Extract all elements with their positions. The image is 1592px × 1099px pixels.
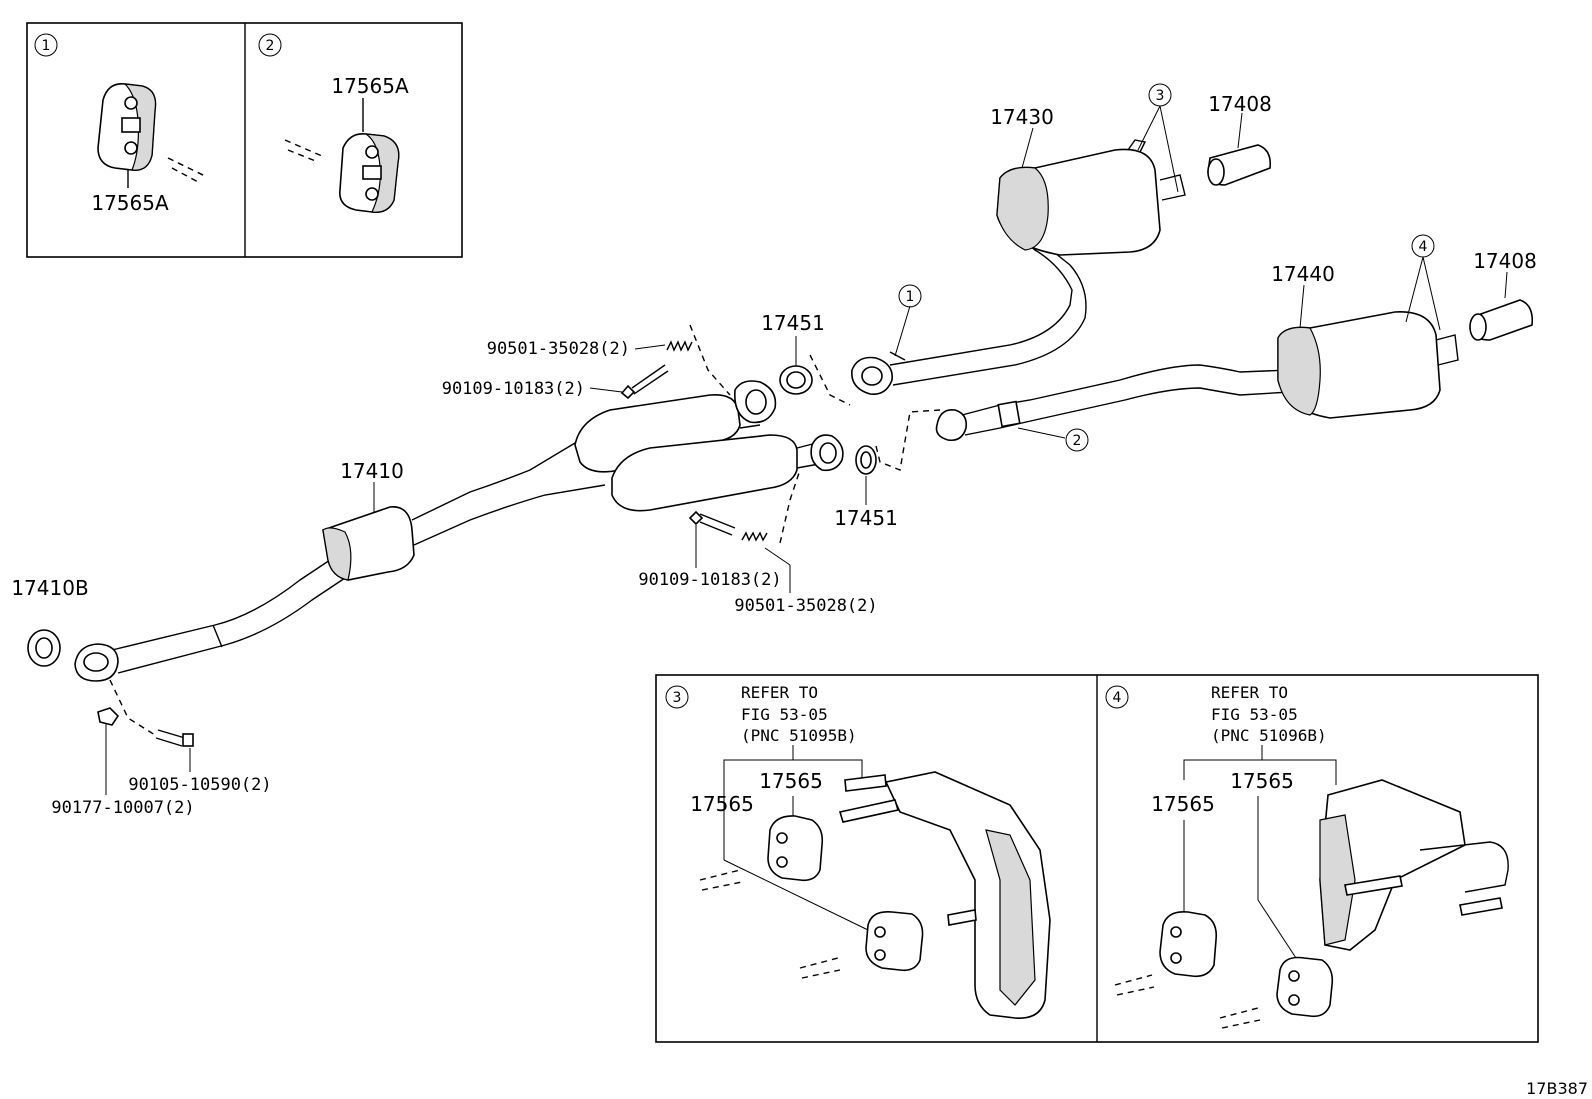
bolt-icon: [620, 364, 669, 400]
body-bracket-icon: [1319, 779, 1509, 951]
gasket-17451-a: [779, 365, 813, 395]
label-17408-b: 17408: [1473, 249, 1537, 273]
center-pipe: [851, 237, 1087, 396]
label-17408-a: 17408: [1208, 92, 1272, 116]
inset-3-label-top: 17565: [759, 769, 823, 793]
inset-3-refer-line3: (PNC 51095B): [741, 726, 857, 745]
label-17451-a: 17451: [761, 311, 825, 335]
hanger-rubber-icon: [767, 815, 824, 882]
inset-2-marker-circle: [258, 33, 282, 57]
label-17410: 17410: [340, 459, 404, 483]
inset-3-refer-line2: FIG 53-05: [741, 705, 828, 724]
hanger-rubber-icon: [1159, 910, 1218, 978]
body-bracket-icon: [838, 771, 1051, 1019]
marker-4: 4: [1411, 234, 1435, 258]
label-17430: 17430: [990, 105, 1054, 129]
inset-4-refer-line1: REFER TO: [1211, 683, 1288, 702]
marker-1: 1: [898, 284, 922, 308]
label-17451-b: 17451: [834, 506, 898, 530]
bolt-icon: [688, 510, 736, 536]
marker-2: 2: [1065, 428, 1089, 452]
inset-3: 3 REFER TO FIG 53-05 (PNC 51095B) 17565 …: [665, 683, 1051, 1019]
inset-2-part-label: 17565A: [331, 74, 409, 98]
inset-4-label-left: 17565: [1151, 792, 1215, 816]
nut-icon: [97, 707, 120, 726]
spring-icon: [741, 531, 768, 542]
inset-3-label-left: 17565: [690, 792, 754, 816]
label-bolt-c: 90105-10590(2): [128, 775, 271, 795]
inset-4-refer-line3: (PNC 51096B): [1211, 726, 1327, 745]
muffler-17440: [1277, 311, 1459, 419]
label-17410B: 17410B: [11, 576, 88, 600]
gasket-17410B: [27, 629, 61, 667]
inset-2-marker: 2: [266, 38, 275, 54]
label-spring-a: 90501-35028(2): [487, 339, 630, 359]
label-spring-b: 90501-35028(2): [734, 596, 877, 616]
muffler-17430: [996, 139, 1186, 256]
front-pipe-17410: [74, 380, 844, 682]
rear-pipe: [935, 364, 1291, 442]
inset-4-marker: 4: [1113, 690, 1122, 706]
tailpipe-tip-17408-b: [1469, 299, 1534, 341]
inset-2: 2 17565A: [258, 33, 409, 214]
tailpipe-tip-17408-a: [1207, 144, 1272, 186]
inset-4-label-top: 17565: [1230, 769, 1294, 793]
gasket-17451-b: [855, 445, 877, 475]
inset-3-refer-line1: REFER TO: [741, 683, 818, 702]
inset-4-refer-line2: FIG 53-05: [1211, 705, 1298, 724]
label-nut-c: 90177-10007(2): [51, 798, 194, 818]
spring-icon: [666, 340, 693, 352]
svg-text:3: 3: [1156, 88, 1165, 104]
marker-3: 3: [1148, 83, 1172, 107]
inset-1-marker: 1: [42, 38, 51, 54]
inset-1: 1 17565A: [26, 22, 463, 258]
inset-4-marker-circle: [1105, 685, 1129, 709]
inset-1-marker-circle: [34, 33, 58, 57]
svg-text:2: 2: [1073, 433, 1082, 449]
inset-1-part-label: 17565A: [91, 191, 169, 215]
hanger-rubber-icon: [97, 83, 157, 172]
hanger-rubber-icon: [1276, 956, 1334, 1018]
bolt-icon: [155, 729, 194, 747]
figure-id: 17B387: [1526, 1079, 1588, 1098]
hanger-rubber-icon: [339, 132, 400, 214]
svg-text:4: 4: [1419, 239, 1428, 255]
label-bolt-b: 90109-10183(2): [638, 570, 781, 590]
inset-3-marker-circle: [665, 685, 689, 709]
inset-4: 4 REFER TO FIG 53-05 (PNC 51096B) 17565 …: [1105, 683, 1509, 1029]
hanger-rubber-icon: [865, 910, 924, 972]
svg-text:1: 1: [906, 289, 915, 305]
label-bolt-a: 90109-10183(2): [442, 379, 585, 399]
label-17440: 17440: [1271, 262, 1335, 286]
inset-3-marker: 3: [673, 690, 682, 706]
